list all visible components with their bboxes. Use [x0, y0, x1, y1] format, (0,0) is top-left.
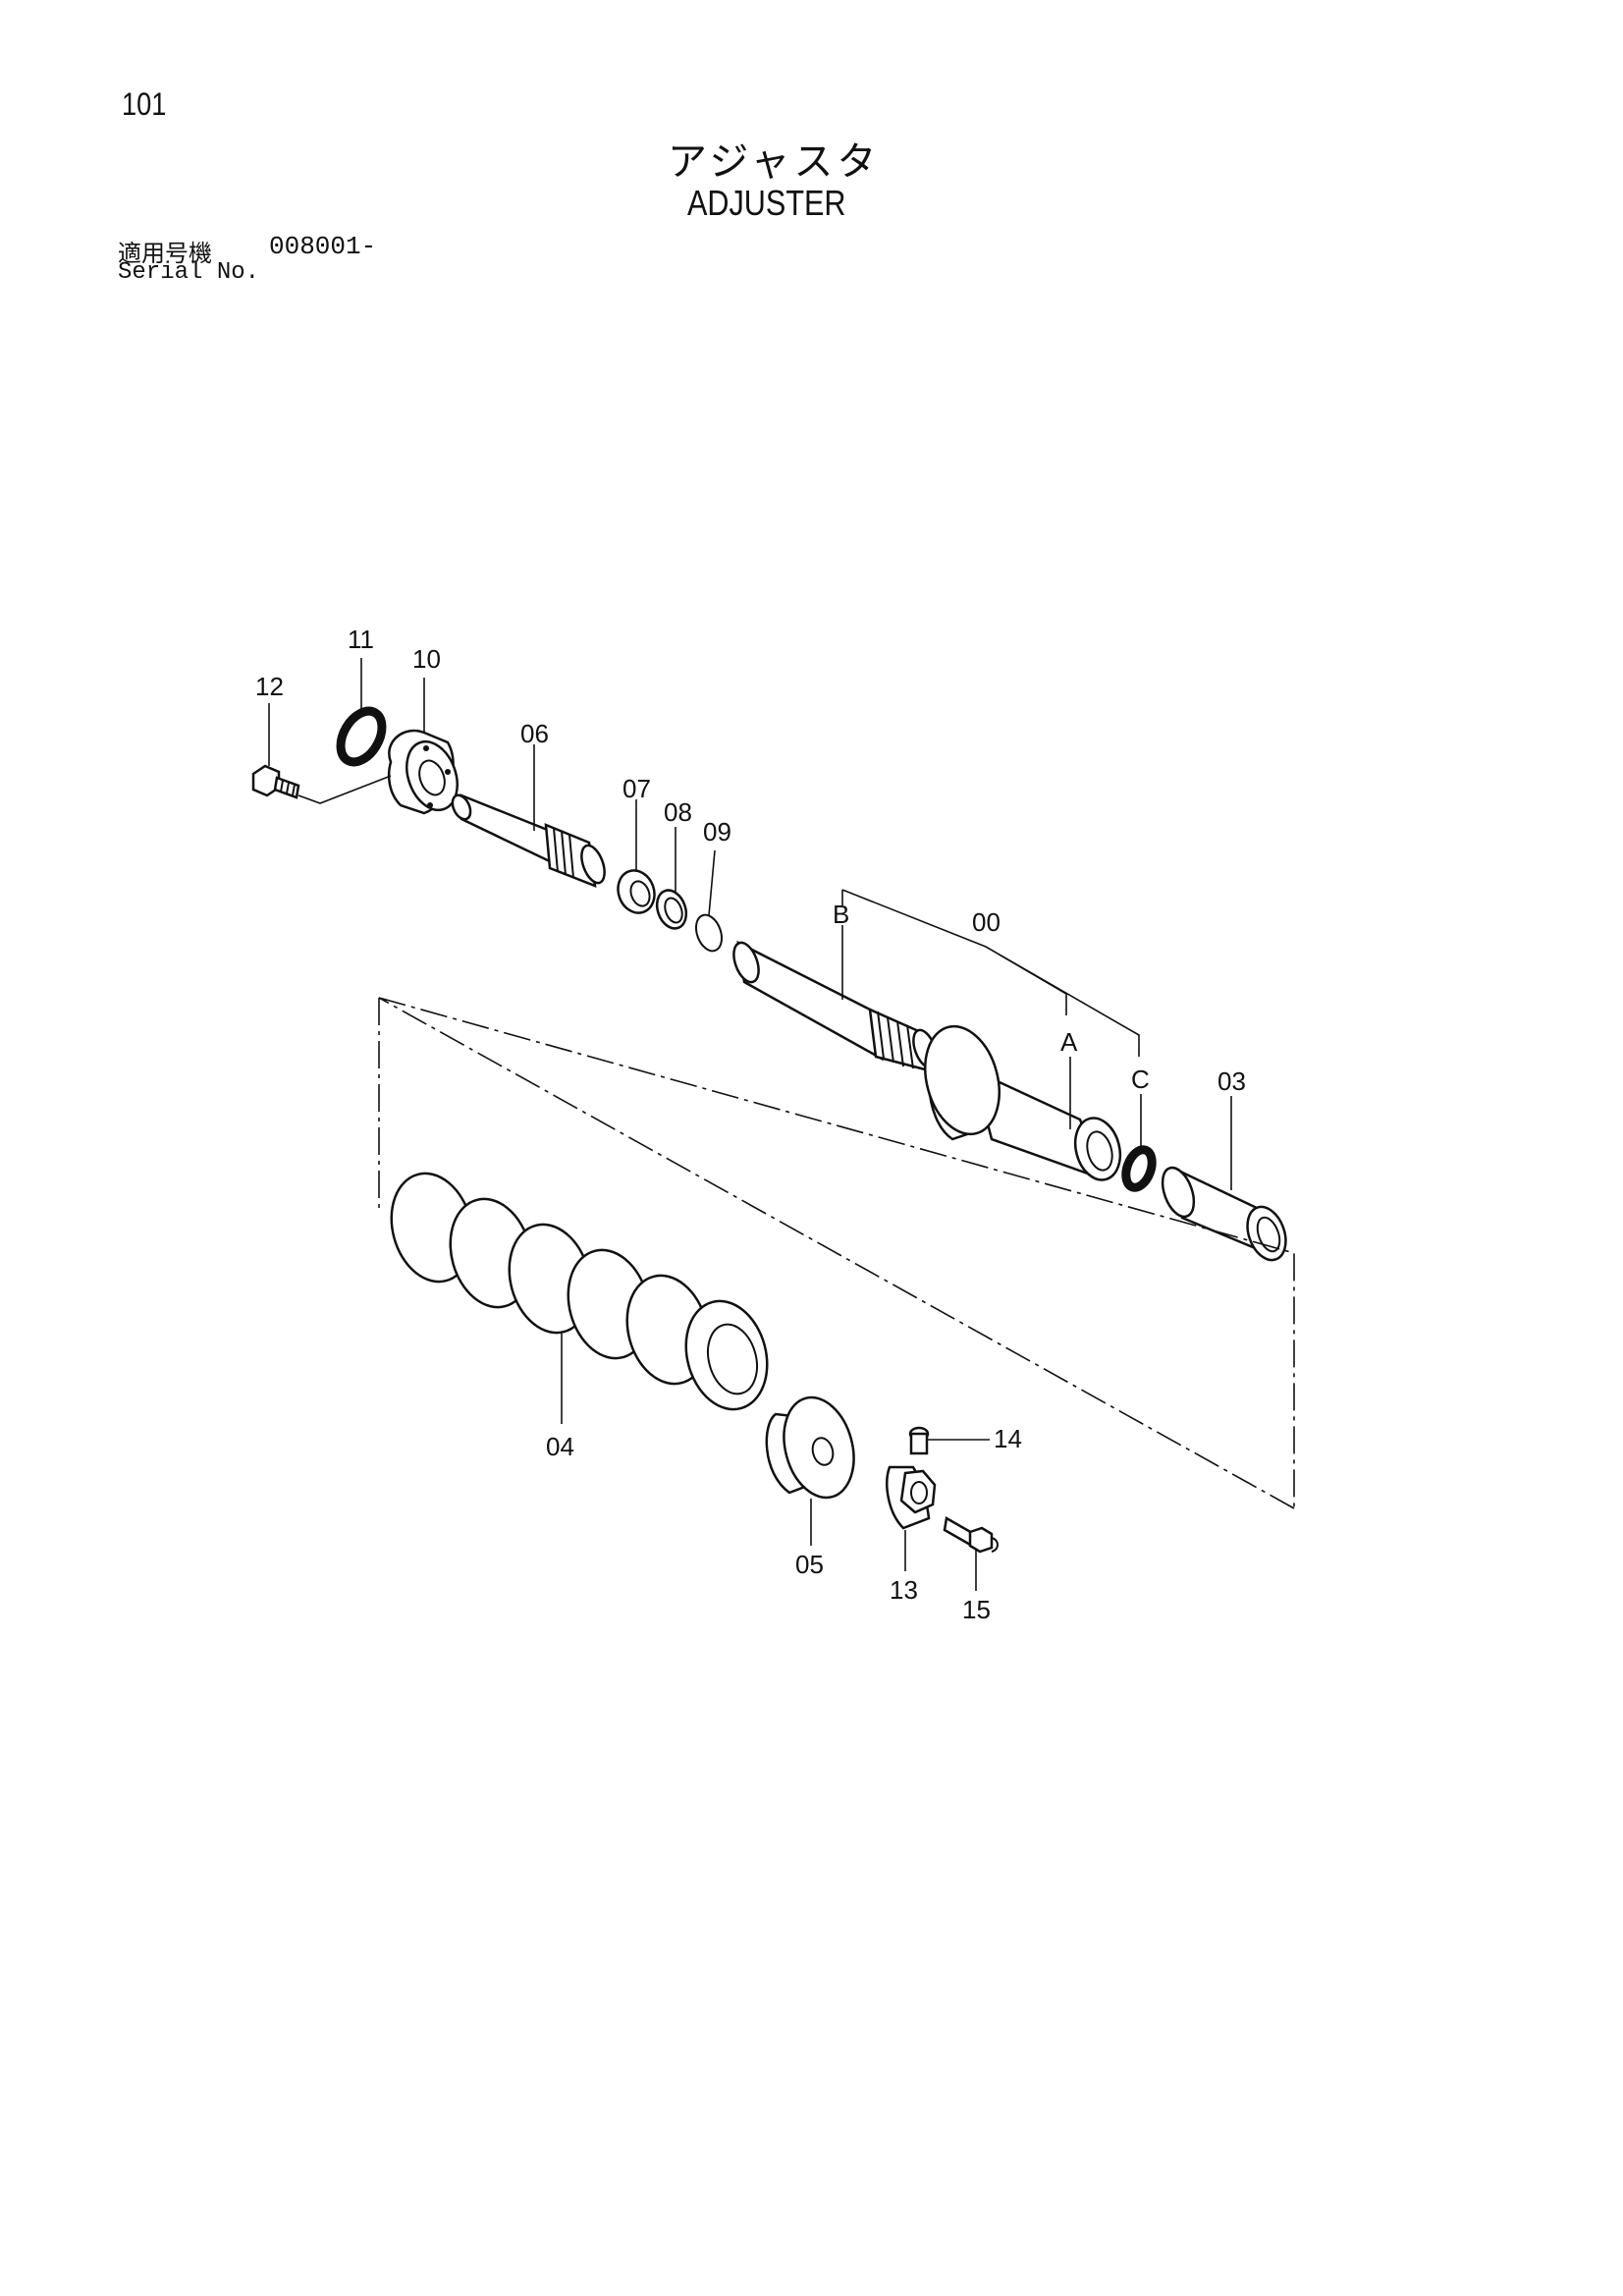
part-03-bushing	[1161, 1166, 1287, 1262]
part-11-o-ring	[336, 706, 387, 767]
part-A-cylinder	[924, 1024, 1122, 1181]
part-04-spring	[390, 1172, 769, 1411]
part-06-rod	[451, 793, 606, 888]
part-12-bolt	[251, 764, 300, 799]
callout-13: 13	[890, 1575, 918, 1605]
callout-10: 10	[412, 644, 441, 674]
connector-12-to-10	[298, 775, 392, 804]
callout-00: 00	[972, 907, 1001, 937]
callout-C: C	[1131, 1065, 1150, 1094]
callout-06: 06	[520, 719, 549, 748]
callout-05: 05	[795, 1550, 824, 1579]
callout-B: B	[833, 900, 849, 929]
part-C-o-ring	[1121, 1145, 1157, 1192]
callout-11: 11	[348, 625, 374, 654]
serial-label-english: Serial No.	[118, 259, 260, 286]
assembly-boundary-line	[378, 997, 1295, 1509]
callout-A: A	[1060, 1027, 1078, 1057]
part-B-rod	[732, 940, 938, 1072]
page-title-japanese: アジャスタ	[668, 139, 881, 185]
part-10-cover	[387, 729, 459, 815]
bracket-00	[841, 889, 1140, 1057]
part-14-fitting	[908, 1426, 930, 1455]
callout-03: 03	[1217, 1066, 1246, 1096]
callout-08: 08	[664, 797, 692, 827]
part-13-nut	[886, 1465, 937, 1530]
callout-04: 04	[546, 1432, 574, 1461]
part-05-seat	[765, 1395, 855, 1500]
callout-09: 09	[703, 817, 731, 847]
callout-12: 12	[255, 672, 284, 701]
callout-07: 07	[622, 774, 651, 803]
part-09-snap-ring	[694, 913, 724, 953]
leader-09	[708, 849, 716, 916]
serial-number-value: 008001-	[269, 232, 377, 261]
serial-label-japanese: 適用号機	[118, 240, 212, 267]
callout-15: 15	[962, 1595, 991, 1624]
part-08-ring	[655, 889, 688, 930]
page-number: 101	[122, 86, 167, 122]
part-07-seal	[617, 869, 656, 914]
part-15-bolt	[943, 1516, 999, 1554]
page-title-english: ADJUSTER	[687, 183, 846, 223]
callout-14: 14	[994, 1424, 1022, 1453]
